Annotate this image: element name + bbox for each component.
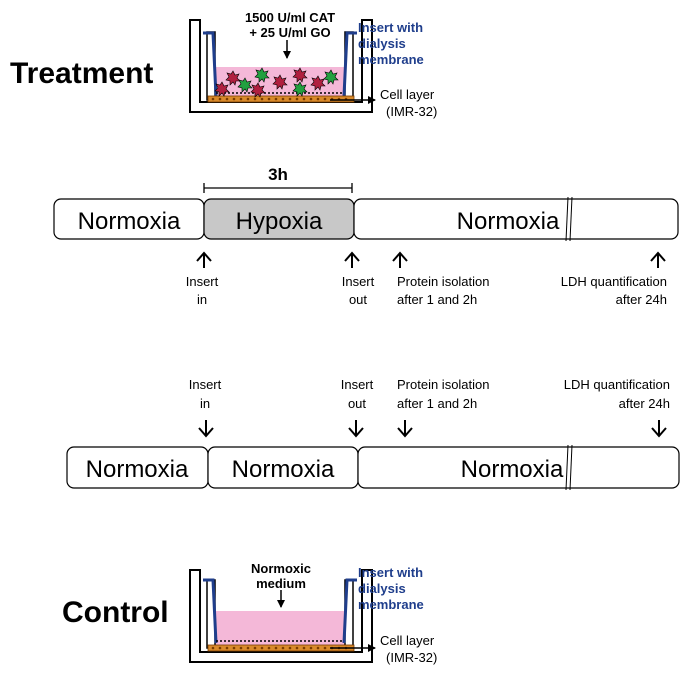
- insert-label-2: dialysis: [358, 36, 406, 51]
- timeline2-seg1-label: Normoxia: [86, 456, 189, 483]
- well-outline: [189, 569, 373, 663]
- arrow-up-protein: [392, 251, 408, 268]
- insert-label-3: membrane: [358, 597, 424, 612]
- control-title: Control: [62, 596, 169, 629]
- medium-label-1: Normoxic: [251, 561, 311, 576]
- insert-blue-left: [203, 31, 218, 97]
- t1-protein-1: Protein isolation: [397, 274, 490, 289]
- t1-insert-out-1: Insert: [342, 274, 375, 289]
- treatment-well-diagram: [189, 19, 376, 113]
- t1-ldh-1: LDH quantification: [561, 274, 667, 289]
- timeline1-seg2-label: Hypoxia: [236, 208, 323, 235]
- timeline1-normoxia-2: [353, 198, 679, 240]
- timeline1-seg1-label: Normoxia: [78, 208, 181, 235]
- timeline2-break-mark: [565, 444, 573, 491]
- cell-dots: [211, 97, 348, 101]
- t2-protein-2: after 1 and 2h: [397, 396, 477, 411]
- insert-label-2: dialysis: [358, 581, 406, 596]
- timeline1-up-arrows: [196, 251, 666, 268]
- arrow-up-insert-out: [344, 251, 360, 268]
- t2-insert-out-2: out: [348, 396, 366, 411]
- insert-label-1: Insert with: [358, 565, 423, 580]
- control-well-diagram: [189, 569, 376, 663]
- cell-layer-label-1: Cell layer: [380, 87, 435, 102]
- cell-layer-label-2: (IMR-32): [386, 650, 437, 665]
- t2-protein-1: Protein isolation: [397, 377, 490, 392]
- treatment-title: Treatment: [10, 57, 153, 90]
- arrow-up-insert-in: [196, 251, 212, 268]
- arrow-down-ldh: [651, 420, 667, 438]
- cell-layer-label-2: (IMR-32): [386, 104, 437, 119]
- insert-blue-right: [342, 578, 357, 644]
- t1-protein-2: after 1 and 2h: [397, 292, 477, 307]
- arrow-down-protein: [397, 420, 413, 438]
- arrow-up-ldh: [650, 251, 666, 268]
- t1-insert-out-2: out: [349, 292, 367, 307]
- reagent-label-1: 1500 U/ml CAT: [245, 10, 335, 25]
- t1-insert-in-2: in: [197, 292, 207, 307]
- timeline2-seg2-label: Normoxia: [232, 456, 335, 483]
- pink-medium: [214, 611, 346, 649]
- t2-insert-out-1: Insert: [341, 377, 374, 392]
- timeline1-break-mark: [565, 196, 573, 242]
- t2-ldh-2: after 24h: [619, 396, 670, 411]
- arrow-down-insert-out: [348, 420, 364, 438]
- timeline1-seg3-label: Normoxia: [457, 208, 560, 235]
- duration-bracket: [203, 183, 353, 193]
- timeline2-normoxia-3: [357, 446, 680, 489]
- enzyme-molecules: [214, 67, 339, 98]
- timeline2-down-arrows: [198, 420, 667, 438]
- insert-label-1: Insert with: [358, 20, 423, 35]
- arrow-down-insert-in: [198, 420, 214, 438]
- duration-label: 3h: [268, 165, 288, 184]
- t2-insert-in-2: in: [200, 396, 210, 411]
- t1-insert-in-1: Insert: [186, 274, 219, 289]
- reagent-label-2: + 25 U/ml GO: [249, 25, 330, 40]
- insert-blue-right: [342, 31, 357, 97]
- cell-layer: [207, 95, 355, 103]
- timeline2-seg3-label: Normoxia: [461, 456, 564, 483]
- well-outline: [189, 19, 373, 113]
- insert-label-3: membrane: [358, 52, 424, 67]
- insert-blue-left: [203, 578, 218, 644]
- t1-ldh-2: after 24h: [616, 292, 667, 307]
- medium-label-2: medium: [256, 576, 306, 591]
- t2-insert-in-1: Insert: [189, 377, 222, 392]
- cell-layer-label-1: Cell layer: [380, 633, 435, 648]
- t2-ldh-1: LDH quantification: [564, 377, 670, 392]
